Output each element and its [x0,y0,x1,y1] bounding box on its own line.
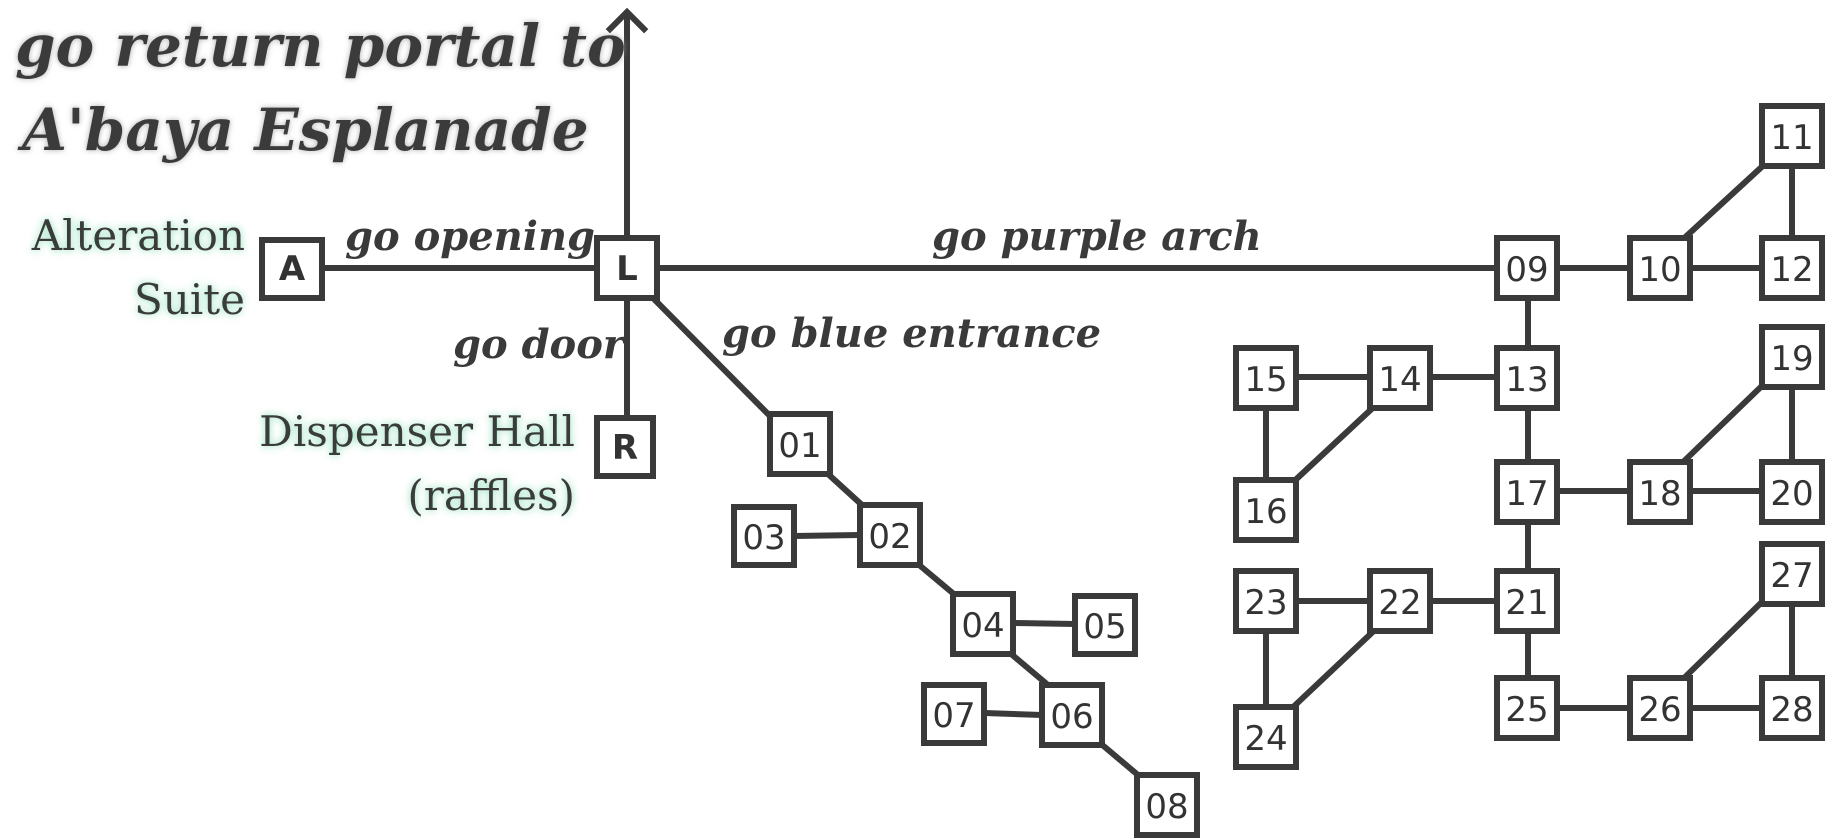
room-16: 16 [1233,477,1299,543]
room-10: 10 [1627,235,1693,301]
svg-text:24: 24 [1244,719,1287,759]
svg-text:27: 27 [1770,556,1813,596]
room-24: 24 [1233,704,1299,770]
room-23: 23 [1233,568,1299,634]
svg-text:02: 02 [868,517,911,557]
room-03: 03 [731,504,797,568]
label-go-opening: go opening [345,213,595,260]
edge-18-19 [1677,379,1769,468]
edge-02-04 [916,561,957,598]
svg-text:28: 28 [1770,690,1813,730]
svg-text:15: 15 [1244,360,1287,400]
room-06: 06 [1039,682,1105,748]
svg-text:09: 09 [1505,250,1548,290]
room-27: 27 [1759,541,1825,607]
svg-text:03: 03 [742,518,785,558]
room-07: 07 [921,682,987,746]
room-01: 01 [767,411,833,477]
edge-22-24 [1287,624,1381,713]
edge-10-11 [1677,160,1769,245]
rooms: A L R 01 02 03 04 05 06 07 08 09 10 11 1… [259,103,1825,838]
svg-text:01: 01 [778,426,821,466]
svg-text:20: 20 [1770,474,1813,514]
svg-text:10: 10 [1638,250,1681,290]
edge-06-08 [1098,740,1140,778]
room-14: 14 [1367,345,1433,411]
room-21: 21 [1494,568,1560,634]
svg-text:12: 12 [1770,250,1813,290]
edges [292,7,1795,778]
room-A: A [259,237,325,301]
svg-text:04: 04 [961,606,1004,646]
dispenser-line-2: (raffles) [407,471,575,520]
return-portal-label: go return portal to A'baya Esplanade [15,12,626,164]
svg-text:21: 21 [1505,583,1548,623]
edge-L-01 [647,292,773,419]
edge-26-27 [1677,595,1769,685]
room-04: 04 [950,591,1016,657]
room-05: 05 [1072,593,1138,657]
label-go-door: go door [453,321,627,368]
room-02: 02 [857,502,923,568]
room-L: L [594,235,660,301]
alteration-line-2: Suite [134,275,245,324]
svg-text:13: 13 [1505,360,1548,400]
svg-text:19: 19 [1770,339,1813,379]
title-line-2: A'baya Esplanade [17,96,589,164]
alteration-line-1: Alteration [31,211,245,260]
room-20: 20 [1759,459,1825,525]
title-line-1: go return portal to [15,12,626,80]
room-15: 15 [1233,345,1299,411]
room-11: 11 [1759,103,1825,169]
svg-text:16: 16 [1244,492,1287,532]
svg-text:A: A [279,249,306,289]
svg-text:22: 22 [1378,583,1421,623]
svg-text:11: 11 [1770,118,1813,158]
svg-text:17: 17 [1505,474,1548,514]
room-18: 18 [1627,459,1693,525]
room-17: 17 [1494,459,1560,525]
svg-text:L: L [616,249,638,289]
svg-text:05: 05 [1083,607,1126,647]
room-22: 22 [1367,568,1433,634]
svg-text:R: R [612,428,638,468]
svg-text:18: 18 [1638,474,1681,514]
label-go-purple-arch: go purple arch [932,213,1262,260]
room-26: 26 [1627,675,1693,741]
edge-01-02 [825,471,865,508]
room-13: 13 [1494,345,1560,411]
edge-14-16 [1287,400,1381,488]
svg-text:14: 14 [1378,360,1421,400]
room-28: 28 [1759,675,1825,741]
label-go-blue-entrance: go blue entrance [722,310,1101,357]
svg-text:25: 25 [1505,690,1548,730]
svg-text:07: 07 [932,696,975,736]
room-08: 08 [1134,772,1200,838]
svg-text:06: 06 [1050,697,1093,737]
dispenser-line-1: Dispenser Hall [259,407,575,456]
svg-text:23: 23 [1244,583,1287,623]
edge-07-06 [984,710,1043,718]
room-19: 19 [1759,324,1825,390]
edge-04-06 [1008,650,1050,688]
svg-text:08: 08 [1145,787,1188,827]
place-dispenser-hall: Dispenser Hall (raffles) [259,407,575,520]
room-12: 12 [1759,235,1825,301]
room-25: 25 [1494,675,1560,741]
room-09: 09 [1494,235,1560,301]
place-alteration-suite: Alteration Suite [31,211,245,324]
edge-04-05 [1012,620,1076,627]
edge-03-02 [793,532,861,539]
room-R: R [594,415,656,479]
svg-text:26: 26 [1638,690,1681,730]
